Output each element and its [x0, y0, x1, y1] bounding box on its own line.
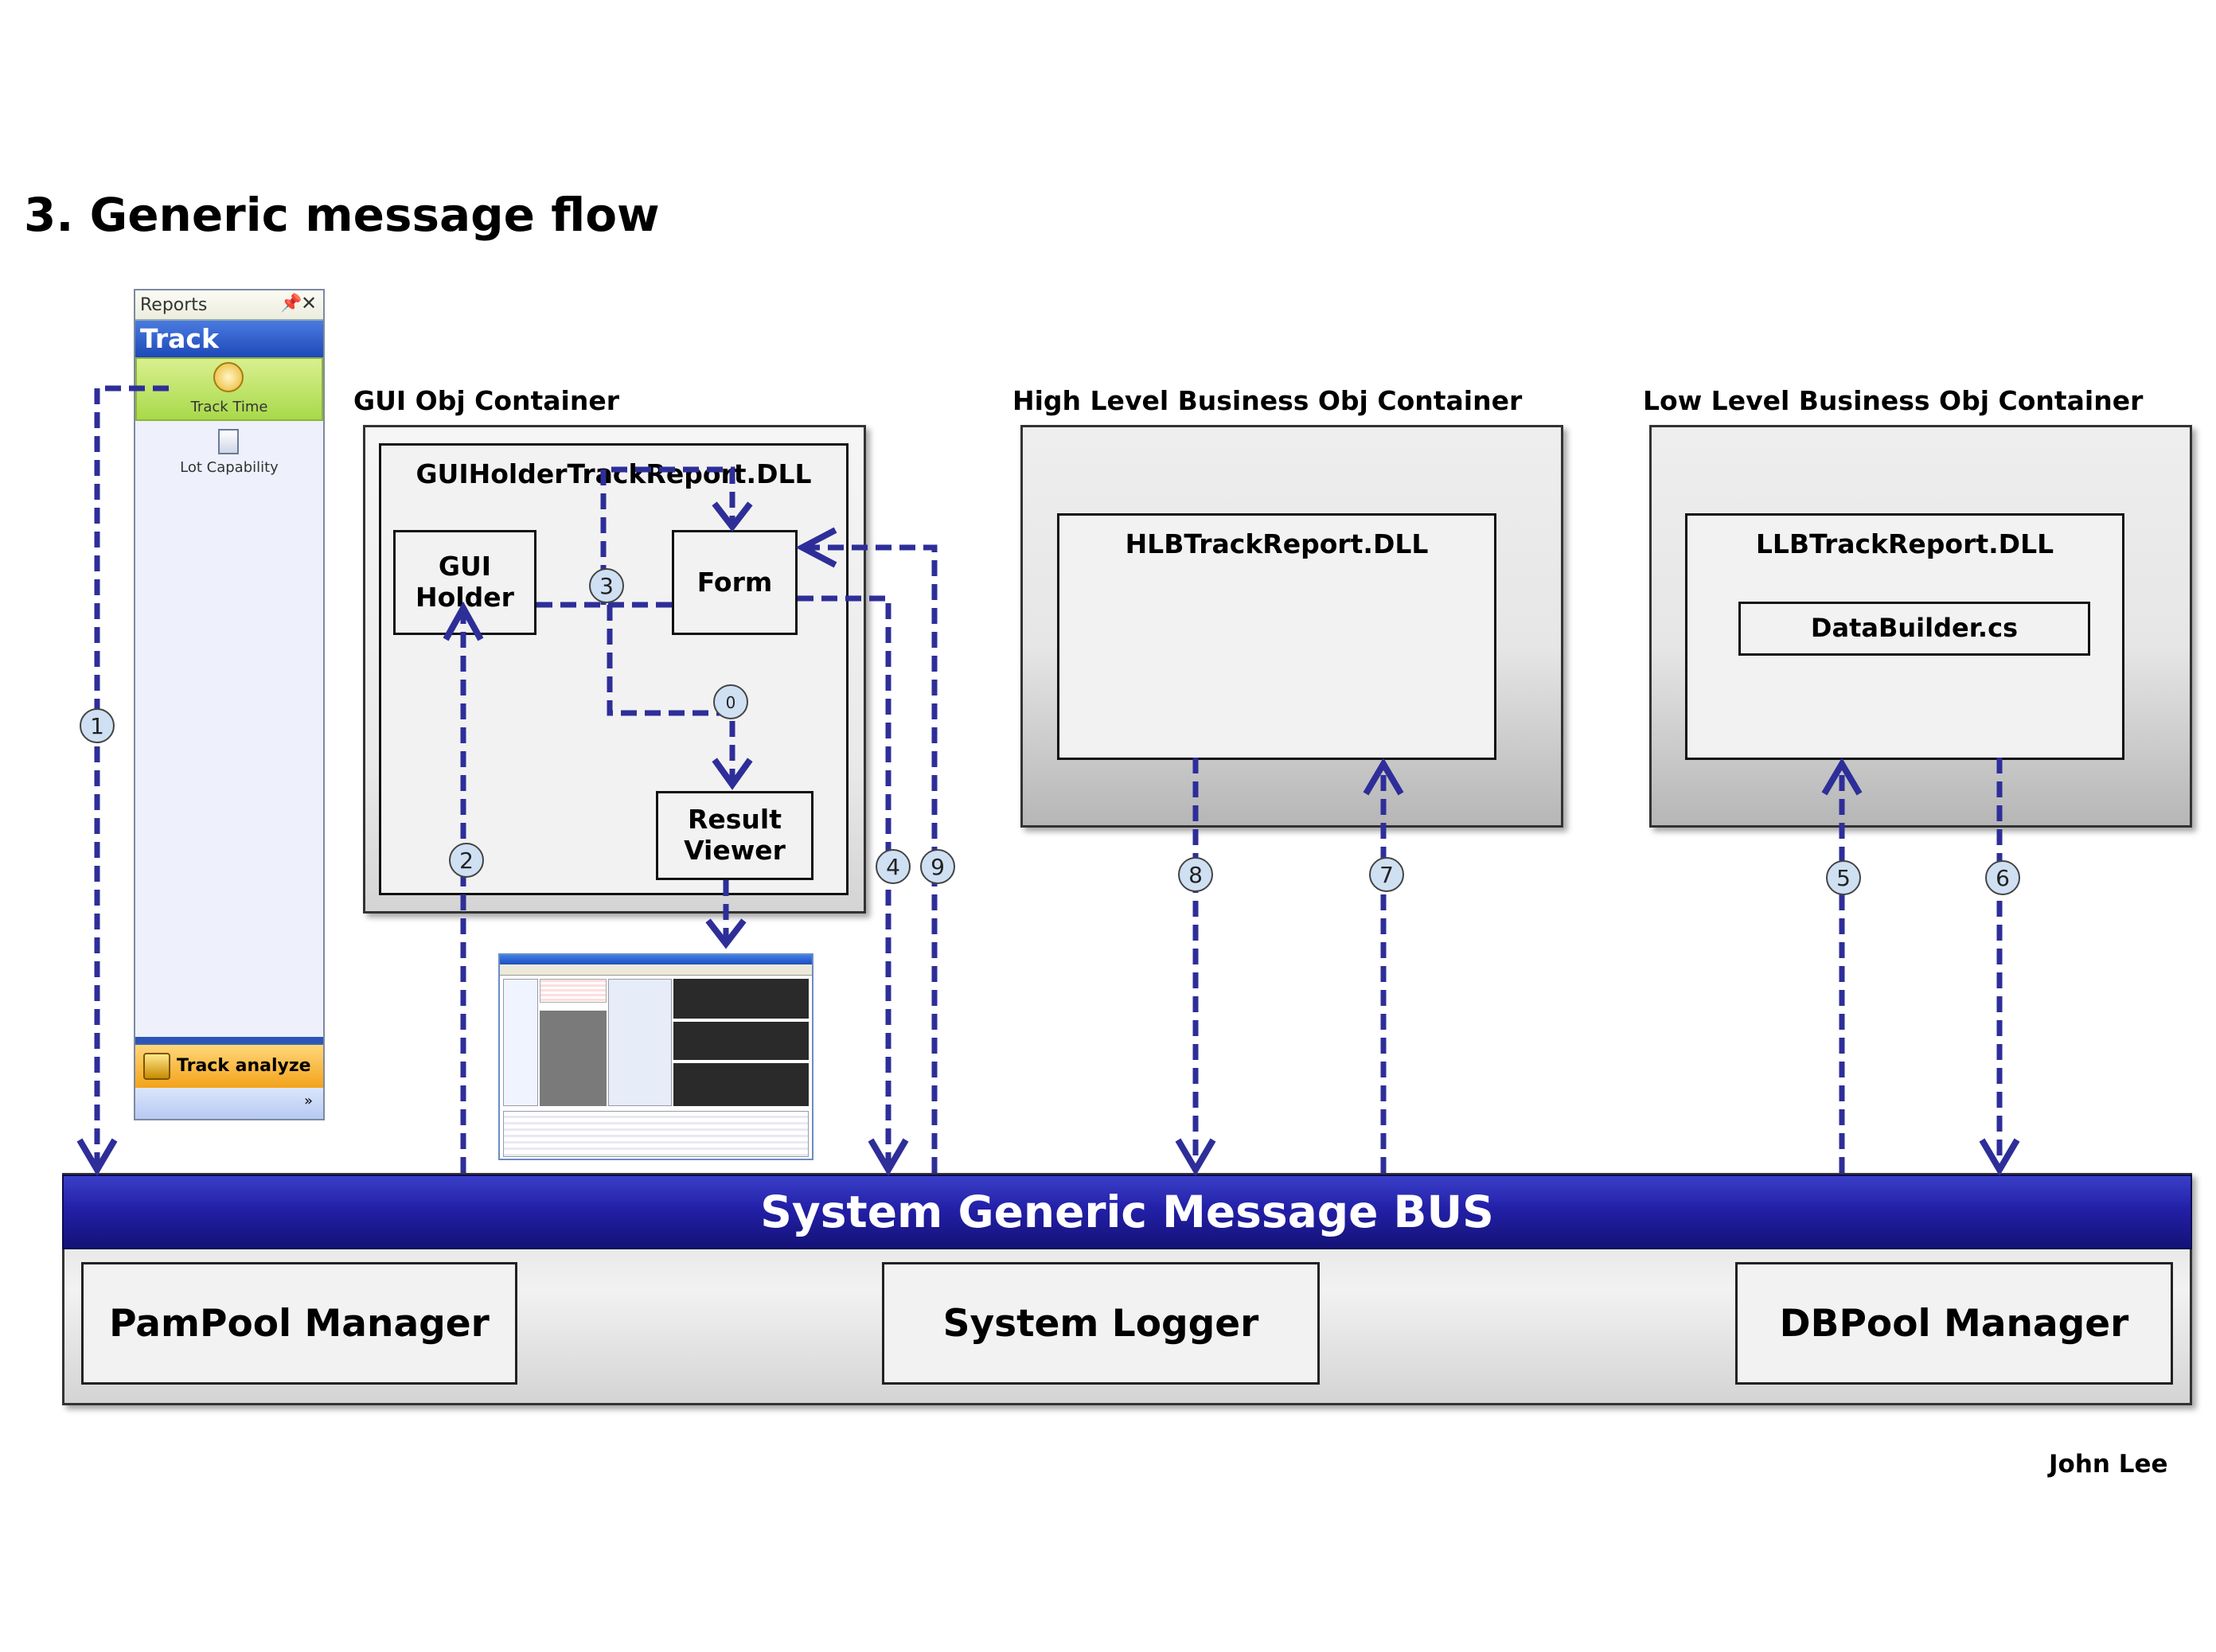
step-label-5: 5	[1836, 865, 1851, 891]
step-label-2: 2	[459, 847, 474, 874]
result-viewer-screenshot	[498, 953, 813, 1160]
chevron-down-icon[interactable]: »	[304, 1093, 314, 1109]
step-marker-5	[1826, 860, 1861, 895]
arrowhead-8	[1175, 1138, 1216, 1176]
arrowhead-viewer	[705, 918, 747, 949]
step-marker-9	[920, 849, 955, 884]
report-item-lot-capability[interactable]: Lot Capability	[135, 426, 323, 481]
step-label-1: 1	[90, 713, 104, 739]
step-marker-8	[1178, 857, 1213, 892]
low-level-container-label: Low Level Business Obj Container	[1643, 385, 2144, 416]
step-marker-2	[449, 843, 484, 878]
hlb-dll-box: HLBTrackReport.DLL	[1057, 513, 1496, 760]
reports-panel-overflow[interactable]: »	[135, 1088, 323, 1119]
llb-dll-title: LLBTrackReport.DLL	[1755, 528, 2054, 559]
llb-dll-box: LLBTrackReport.DLL DataBuilder.cs	[1685, 513, 2124, 760]
flow-arrow-1	[94, 385, 169, 1168]
flow-arrow-0	[607, 605, 735, 780]
reports-panel-footer-label: Track analyze	[177, 1056, 311, 1076]
step-label-0: 0	[726, 693, 736, 712]
dbpool-manager-box: DBPool Manager	[1735, 1262, 2173, 1385]
step-label-9: 9	[930, 854, 945, 880]
step-label-7: 7	[1379, 862, 1394, 888]
document-icon	[218, 429, 239, 454]
pin-icon[interactable]: 📌	[280, 294, 302, 314]
result-viewer-box: Result Viewer	[656, 791, 813, 880]
author: John Lee	[2049, 1450, 2168, 1479]
step-marker-6	[1985, 860, 2020, 895]
system-bus: System Generic Message BUS	[62, 1175, 2192, 1249]
reports-panel-title: Reports	[140, 295, 208, 315]
step-marker-4	[876, 849, 911, 884]
step-label-4: 4	[886, 854, 900, 880]
report-item-label: Lot Capability	[180, 459, 279, 476]
reports-panel: Reports 📌 ✕ Track analyze Track Time Lot…	[134, 289, 325, 1120]
step-label-8: 8	[1188, 862, 1203, 888]
flow-arrow-4	[798, 595, 891, 1168]
reports-panel-footer[interactable]: Track analyze	[135, 1043, 323, 1088]
step-marker-1	[80, 708, 115, 743]
system-logger-box: System Logger	[882, 1262, 1320, 1385]
clock-icon	[213, 362, 244, 392]
arrowhead-2	[443, 601, 484, 641]
folder-icon	[143, 1053, 170, 1080]
high-level-container: HLBTrackReport.DLL	[1020, 425, 1563, 828]
pampool-manager-box: PamPool Manager	[81, 1262, 517, 1385]
arrowhead-6	[1979, 1138, 2020, 1176]
hlb-dll-title: HLBTrackReport.DLL	[1125, 528, 1429, 559]
arrowhead-4	[868, 1138, 909, 1176]
close-icon[interactable]: ✕	[301, 292, 318, 314]
page-title: 3. Generic message flow	[24, 188, 660, 242]
step-marker-7	[1369, 857, 1404, 892]
step-marker-3	[589, 568, 624, 603]
step-label-6: 6	[1996, 865, 2010, 891]
arrowhead-7	[1363, 758, 1404, 796]
arrowhead-5	[1821, 758, 1863, 796]
step-marker-0	[713, 684, 748, 719]
report-item-track-time[interactable]: Track Time	[135, 357, 323, 421]
report-item-label: Track Time	[190, 399, 268, 415]
form-box: Form	[672, 530, 798, 635]
reports-panel-header: Reports 📌 ✕	[135, 290, 323, 321]
databuilder-box: DataBuilder.cs	[1738, 602, 2090, 656]
flow-arrow-3-loop	[600, 466, 735, 605]
arrowhead-3	[712, 501, 753, 532]
gui-dll-title: GUIHolderTrackReport.DLL	[416, 458, 812, 489]
low-level-container: LLBTrackReport.DLL DataBuilder.cs	[1649, 425, 2192, 828]
arrowhead-1	[76, 1138, 118, 1176]
panel-splitter[interactable]	[135, 1037, 323, 1043]
arrowhead-0	[712, 758, 753, 790]
high-level-container-label: High Level Business Obj Container	[1012, 385, 1523, 416]
arrowhead-9	[795, 527, 837, 568]
gui-container-label: GUI Obj Container	[353, 385, 620, 416]
step-label-3: 3	[599, 573, 614, 599]
flow-arrow-9	[806, 544, 938, 1173]
